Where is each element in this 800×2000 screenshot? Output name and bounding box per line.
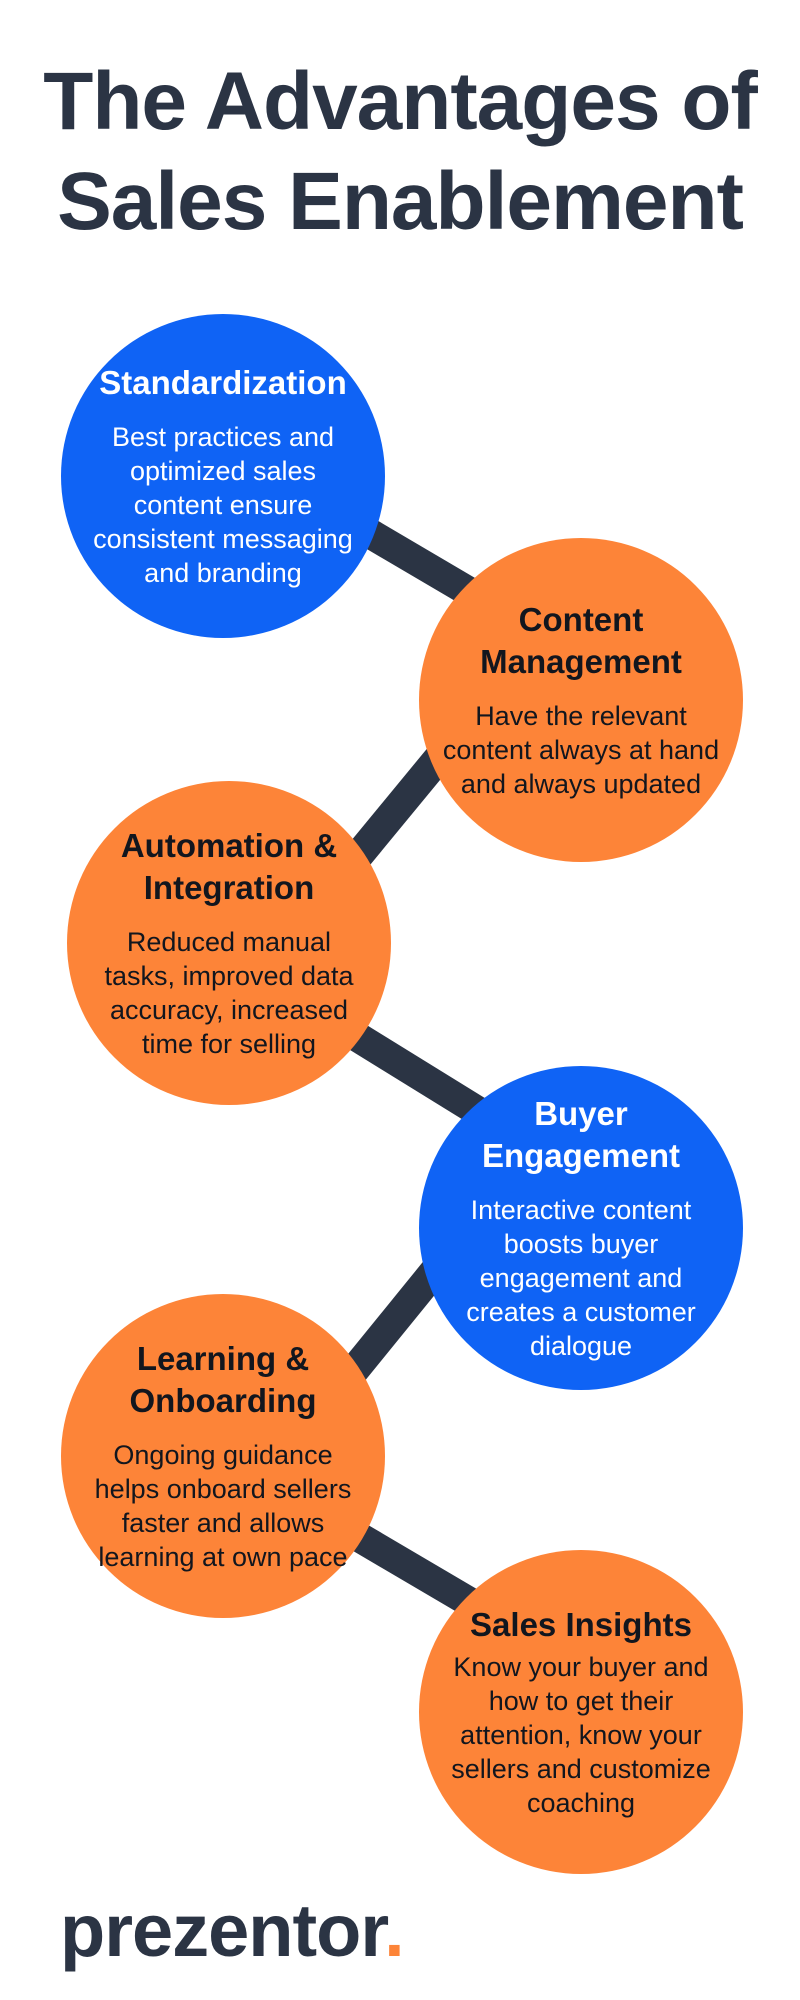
node-description: Interactive content boosts buyer engagem… bbox=[466, 1195, 696, 1361]
node-sales-insights: Sales Insights Know your buyer and how t… bbox=[419, 1550, 743, 1874]
node-standardization: Standardization Best practices and optim… bbox=[61, 314, 385, 638]
node-description: Have the relevant content always at hand… bbox=[442, 701, 720, 799]
logo-dot: . bbox=[384, 1889, 405, 1972]
node-heading: Automation & Integration bbox=[120, 827, 338, 906]
node-heading: Sales Insights bbox=[470, 1606, 692, 1643]
brand-logo: prezentor. bbox=[60, 1886, 405, 1976]
node-learning-onboarding: Learning & Onboarding Ongoing guidance h… bbox=[61, 1294, 385, 1618]
page-title: The Advantages of Sales Enablement bbox=[0, 52, 800, 252]
node-description: Best practices and optimized sales conte… bbox=[93, 422, 353, 588]
logo-wordmark: prezentor bbox=[60, 1889, 385, 1972]
node-description: Ongoing guidance helps onboard sellers f… bbox=[94, 1440, 352, 1572]
node-content-management: Content Management Have the relevant con… bbox=[419, 538, 743, 862]
node-description: Reduced manual tasks, improved data accu… bbox=[104, 927, 354, 1059]
node-heading: Learning & Onboarding bbox=[129, 1340, 317, 1419]
node-heading: Content Management bbox=[480, 601, 682, 680]
node-heading: Buyer Engagement bbox=[481, 1095, 681, 1174]
node-buyer-engagement: Buyer Engagement Interactive content boo… bbox=[419, 1066, 743, 1390]
title-line-2: Sales Enablement bbox=[57, 156, 744, 247]
node-description: Know your buyer and how to get their att… bbox=[451, 1652, 711, 1818]
node-heading: Standardization bbox=[99, 364, 347, 401]
node-automation-integration: Automation & Integration Reduced manual … bbox=[67, 781, 391, 1105]
title-line-1: The Advantages of bbox=[43, 56, 758, 147]
